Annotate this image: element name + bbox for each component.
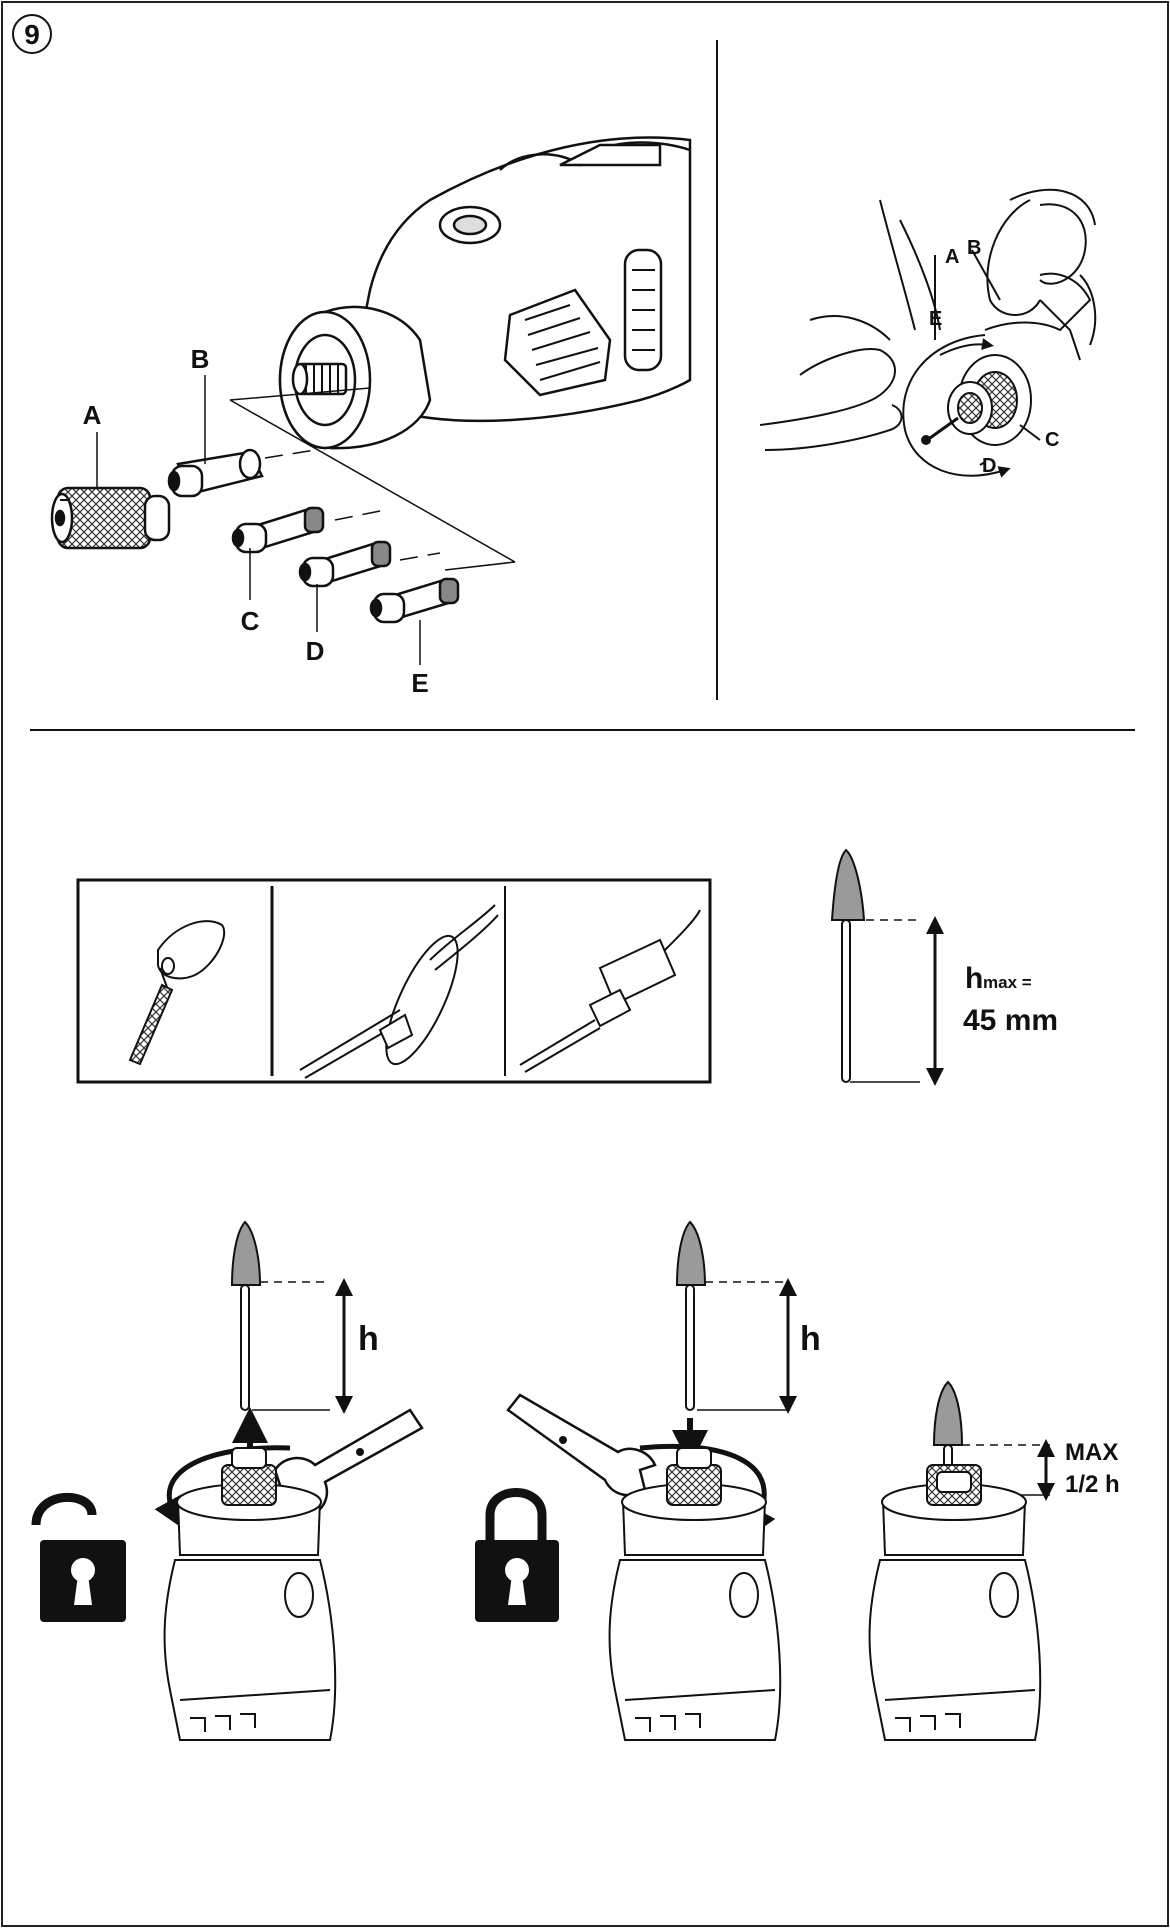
unlock-icon — [31, 1492, 126, 1622]
label-a: A — [83, 400, 102, 430]
hmax-value: 45 mm — [963, 1004, 1058, 1037]
label-c: C — [241, 606, 260, 636]
step1-loosen — [154, 1220, 424, 1741]
rotary-tool-illustration — [278, 136, 692, 450]
exploded-guide-lines — [229, 387, 516, 571]
detail-label-b: B — [967, 237, 981, 259]
step1-h-label: h — [358, 1320, 379, 1358]
detail-label-d: D — [982, 455, 996, 477]
step2-h-label: h — [800, 1320, 821, 1358]
detail-label-c: C — [1045, 429, 1059, 451]
hmax-subscript: max = — [983, 973, 1032, 992]
hmax-symbol: h — [965, 962, 983, 995]
label-b: B — [191, 344, 210, 374]
collet-e — [369, 577, 460, 624]
lock-icon — [475, 1488, 559, 1622]
label-d: D — [306, 636, 325, 666]
collet-b — [167, 448, 264, 498]
cutting-disc-accessory — [299, 904, 499, 1079]
step2-tighten — [506, 1220, 797, 1741]
hmax-diagram — [830, 848, 944, 1086]
collet-nut-a — [50, 486, 171, 550]
accessory-examples-box — [76, 878, 712, 1084]
figure-number: 9 — [24, 19, 40, 50]
step3-max-label: MAX — [1065, 1439, 1118, 1466]
hand-tightening-detail — [759, 188, 1097, 478]
detail-label-e: E — [929, 308, 942, 330]
collet-c — [231, 506, 325, 554]
step3-fraction-label: 1/2 h — [1065, 1471, 1120, 1498]
label-e: E — [411, 668, 428, 698]
label-leaders — [96, 375, 421, 665]
figure-number-badge: 9 — [12, 14, 52, 54]
sanding-cap-accessory — [128, 920, 226, 1066]
detail-label-a: A — [945, 246, 959, 268]
step3-insertion-depth — [868, 1380, 1055, 1741]
collet-d — [298, 540, 392, 588]
collet-accessory — [519, 909, 701, 1073]
